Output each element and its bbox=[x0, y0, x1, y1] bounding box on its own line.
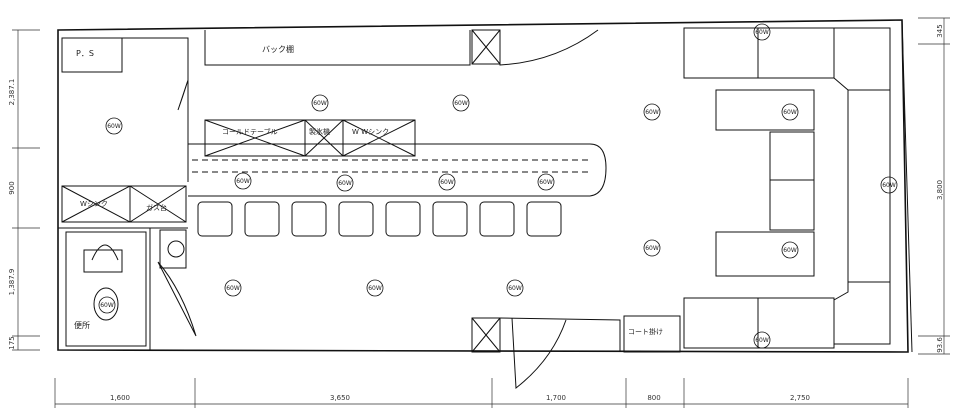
lamp-label: 60W bbox=[508, 285, 522, 292]
right-dimension-line bbox=[918, 17, 950, 355]
lamp-icon bbox=[880, 176, 898, 194]
coat-hanger-box bbox=[623, 315, 681, 353]
stool bbox=[338, 201, 374, 237]
toilet-label: 便所 bbox=[74, 320, 90, 330]
lamp-icon bbox=[643, 103, 661, 121]
lamp-icon bbox=[643, 239, 661, 257]
lamp-icon bbox=[366, 279, 384, 297]
booth-bottom bbox=[683, 297, 835, 349]
inner-seat-top bbox=[715, 89, 815, 131]
lamp-icon bbox=[105, 117, 123, 135]
back-shelf-outline bbox=[204, 30, 471, 66]
cold-table-label: コールドテーブル bbox=[222, 127, 278, 136]
entrance-door-top bbox=[499, 29, 599, 66]
sink-gas-box bbox=[61, 185, 187, 223]
stool bbox=[526, 201, 562, 237]
bottom-entrance-door bbox=[511, 317, 567, 389]
gas-stove-label: ガス台 bbox=[146, 203, 167, 212]
lamp-label: 60W bbox=[645, 245, 659, 252]
lamp-icon bbox=[438, 173, 456, 191]
dim-h-4: 800 bbox=[647, 394, 660, 402]
back-shelf-label: バック棚 bbox=[262, 44, 294, 54]
lamp-icon bbox=[336, 174, 354, 192]
toilet-fixture bbox=[83, 244, 123, 273]
dim-h-3: 1,700 bbox=[546, 394, 566, 402]
bottom-dimension-line bbox=[54, 378, 909, 408]
lamp-label: 60W bbox=[645, 109, 659, 116]
dim-v-left-4: 175 bbox=[8, 336, 16, 349]
outer-wall bbox=[57, 19, 909, 353]
left-dimension-line bbox=[12, 29, 40, 351]
lamps bbox=[98, 23, 898, 349]
bottom-entrance-box bbox=[471, 317, 501, 353]
toilet-room bbox=[65, 231, 147, 347]
left-room-door bbox=[177, 79, 189, 111]
toilet-door bbox=[157, 261, 197, 337]
dim-h-1: 1,600 bbox=[110, 394, 130, 402]
w-sink-label: W Wシンク bbox=[352, 128, 389, 136]
stool bbox=[244, 201, 280, 237]
dim-v-left-1: 2,387.1 bbox=[8, 79, 16, 106]
lamp-label: 60W bbox=[755, 29, 769, 36]
lamp-label: 60W bbox=[539, 179, 553, 186]
lamp-label: 60W bbox=[313, 100, 327, 107]
lamp-icon bbox=[224, 279, 242, 297]
lamp-icon bbox=[753, 331, 771, 349]
lamp-label: 60W bbox=[454, 100, 468, 107]
lamp-icon bbox=[98, 296, 116, 314]
lamp-icon bbox=[452, 94, 470, 112]
coat-hanger-label: コート掛け bbox=[628, 327, 663, 336]
ice-maker-label: 製氷機 bbox=[309, 127, 330, 136]
lamp-label: 60W bbox=[368, 285, 382, 292]
dim-v-left-2: 900 bbox=[8, 181, 16, 194]
ps-label: P．S bbox=[76, 49, 94, 58]
dim-v-right-2: 3,800 bbox=[936, 180, 944, 200]
lamp-icon bbox=[506, 279, 524, 297]
bar-counter bbox=[188, 143, 607, 197]
lamp-label: 60W bbox=[755, 337, 769, 344]
lamp-icon bbox=[781, 103, 799, 121]
bar-stools bbox=[197, 201, 562, 237]
lamp-icon bbox=[781, 241, 799, 259]
left-room-wall bbox=[58, 37, 189, 350]
lamp-icon bbox=[753, 23, 771, 41]
dim-h-2: 3,650 bbox=[330, 394, 350, 402]
stool bbox=[291, 201, 327, 237]
stool bbox=[432, 201, 468, 237]
lamp-label: 60W bbox=[107, 123, 121, 130]
lamp-icon bbox=[234, 172, 252, 190]
stool bbox=[385, 201, 421, 237]
stool bbox=[197, 201, 233, 237]
dim-v-right-3: 93.6 bbox=[936, 337, 944, 353]
lamp-label: 60W bbox=[440, 179, 454, 186]
lamp-label: 60W bbox=[100, 302, 114, 309]
inner-seat-bottom bbox=[715, 231, 815, 277]
lamp-label: 60W bbox=[338, 180, 352, 187]
dim-h-5: 2,750 bbox=[790, 394, 810, 402]
lamp-label: 60W bbox=[783, 109, 797, 116]
w-sink-left-label: Wシンク bbox=[80, 200, 108, 208]
dim-v-left-3: 1,387.9 bbox=[8, 269, 16, 296]
lamp-label: 60W bbox=[882, 182, 896, 189]
stool bbox=[479, 201, 515, 237]
lamp-label: 60W bbox=[236, 178, 250, 185]
lamp-icon bbox=[537, 173, 555, 191]
counter-equipment-row bbox=[204, 119, 416, 157]
inner-seat-middle bbox=[769, 131, 815, 231]
dim-v-right-1: 345 bbox=[936, 24, 944, 37]
lamp-labels: 60W 60W 60W 60W 60W 60W 60W 60W 60W 60W … bbox=[100, 29, 896, 344]
lamp-icon bbox=[311, 94, 329, 112]
lamp-label: 60W bbox=[783, 247, 797, 254]
lamp-label: 60W bbox=[226, 285, 240, 292]
